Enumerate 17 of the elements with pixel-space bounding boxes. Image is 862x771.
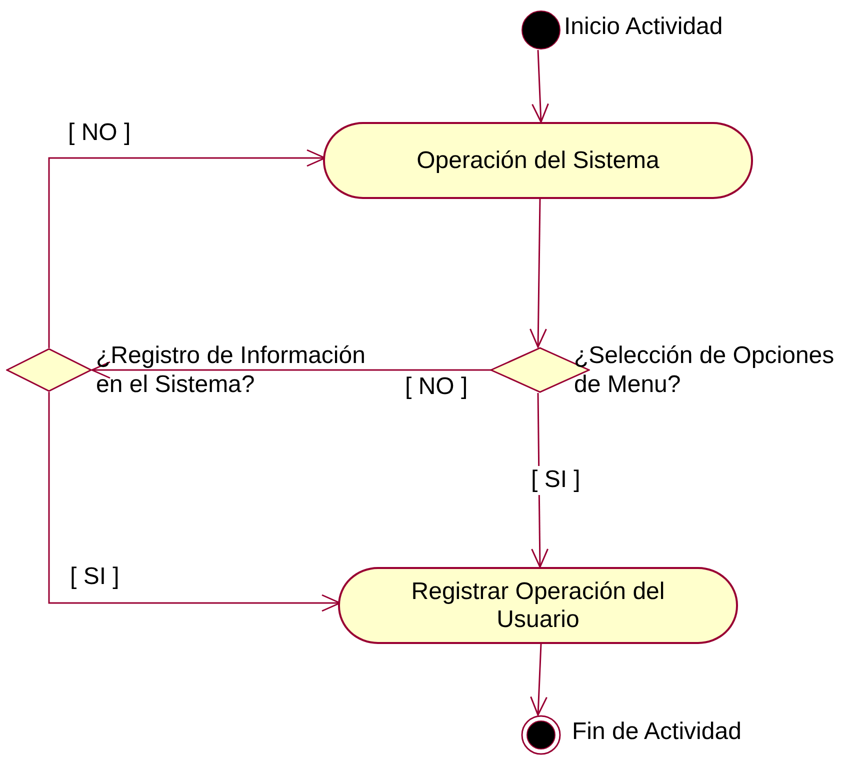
final-node bbox=[521, 715, 561, 755]
node-caption: Inicio Actividad bbox=[564, 13, 724, 42]
arrow bbox=[91, 361, 492, 379]
node-caption: Fin de Actividad bbox=[572, 718, 742, 747]
initial-node bbox=[521, 10, 561, 50]
arrow bbox=[530, 644, 548, 716]
edge-label: [ SI ] bbox=[531, 466, 580, 495]
arrow bbox=[532, 50, 549, 123]
node-caption: ¿Registro de Información en el Sistema? bbox=[96, 342, 366, 400]
decision-diamond bbox=[6, 348, 92, 392]
edge-label: [ SI ] bbox=[70, 563, 120, 592]
edge-label: [ NO ] bbox=[405, 373, 468, 402]
activity-label: Registrar Operación del Usuario bbox=[410, 578, 666, 634]
node-caption: ¿Selección de Opciones de Menu? bbox=[574, 342, 836, 400]
edge-label: [ NO ] bbox=[68, 119, 131, 148]
activity-label: Operación del Sistema bbox=[416, 146, 660, 174]
arrow bbox=[530, 199, 547, 348]
